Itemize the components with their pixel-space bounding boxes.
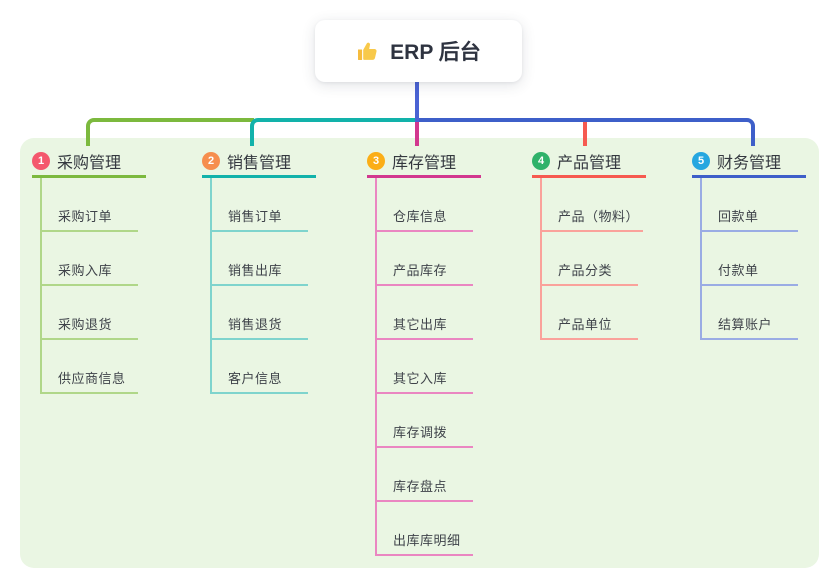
branch-number-badge: 2 [202, 152, 220, 170]
node-item[interactable]: 库存盘点 [377, 448, 473, 502]
connector-branch-5 [417, 118, 755, 146]
branch-title: 产品管理 [557, 155, 622, 172]
branch-number-badge: 1 [32, 152, 50, 170]
branch-5: 5 财务管理回款单付款单结算账户 [692, 148, 806, 340]
branch-number-badge: 3 [367, 152, 385, 170]
node-item[interactable]: 出库库明细 [377, 502, 473, 556]
connector-branch-1 [86, 118, 254, 146]
node-item[interactable]: 付款单 [702, 232, 798, 286]
branch-2: 2 销售管理销售订单销售出库销售退货客户信息 [202, 148, 316, 394]
connector-branch-2 [250, 118, 419, 146]
node-item[interactable]: 其它入库 [377, 340, 473, 394]
node-item[interactable]: 仓库信息 [377, 178, 473, 232]
node-item[interactable]: 产品分类 [542, 232, 638, 286]
node-item[interactable]: 销售出库 [212, 232, 308, 286]
branch-title: 财务管理 [717, 155, 782, 172]
node-item[interactable]: 销售订单 [212, 178, 308, 232]
branch-heading-node[interactable]: 4 产品管理 [532, 148, 646, 178]
root-title: ERP 后台 [390, 41, 481, 64]
node-item[interactable]: 供应商信息 [42, 340, 138, 394]
branch-heading-node[interactable]: 1 采购管理 [32, 148, 146, 178]
branch-number-badge: 5 [692, 152, 710, 170]
node-item[interactable]: 产品单位 [542, 286, 638, 340]
branch-heading-node[interactable]: 2 销售管理 [202, 148, 316, 178]
node-item[interactable]: 结算账户 [702, 286, 798, 340]
node-item[interactable]: 采购入库 [42, 232, 138, 286]
node-item[interactable]: 产品（物料） [542, 178, 644, 232]
connector-root [415, 80, 419, 122]
node-item[interactable]: 客户信息 [212, 340, 308, 394]
connector-branch-4 [583, 122, 587, 146]
branch-heading-node[interactable]: 5 财务管理 [692, 148, 806, 178]
branch-title: 库存管理 [392, 155, 457, 172]
branch-3: 3 库存管理仓库信息产品库存其它出库其它入库库存调拨库存盘点出库库明细 [367, 148, 481, 556]
node-item[interactable]: 采购退货 [42, 286, 138, 340]
branches-panel [20, 138, 819, 568]
branch-title: 采购管理 [57, 155, 122, 172]
node-item[interactable]: 库存调拨 [377, 394, 473, 448]
root-node[interactable]: ERP 后台 [315, 20, 522, 82]
branch-1: 1 采购管理采购订单采购入库采购退货供应商信息 [32, 148, 146, 394]
branch-heading-node[interactable]: 3 库存管理 [367, 148, 481, 178]
thumbs-up-icon [356, 39, 380, 63]
branch-item-list: 销售订单销售出库销售退货客户信息 [210, 178, 316, 394]
node-item[interactable]: 回款单 [702, 178, 798, 232]
branch-number-badge: 4 [532, 152, 550, 170]
node-item[interactable]: 销售退货 [212, 286, 308, 340]
node-item[interactable]: 产品库存 [377, 232, 473, 286]
branch-title: 销售管理 [227, 155, 292, 172]
branch-item-list: 回款单付款单结算账户 [700, 178, 806, 340]
branch-item-list: 产品（物料）产品分类产品单位 [540, 178, 646, 340]
branch-item-list: 仓库信息产品库存其它出库其它入库库存调拨库存盘点出库库明细 [375, 178, 481, 556]
node-item[interactable]: 其它出库 [377, 286, 473, 340]
branch-4: 4 产品管理产品（物料）产品分类产品单位 [532, 148, 646, 340]
connector-branch-3 [415, 122, 419, 146]
branch-item-list: 采购订单采购入库采购退货供应商信息 [40, 178, 146, 394]
node-item[interactable]: 采购订单 [42, 178, 138, 232]
